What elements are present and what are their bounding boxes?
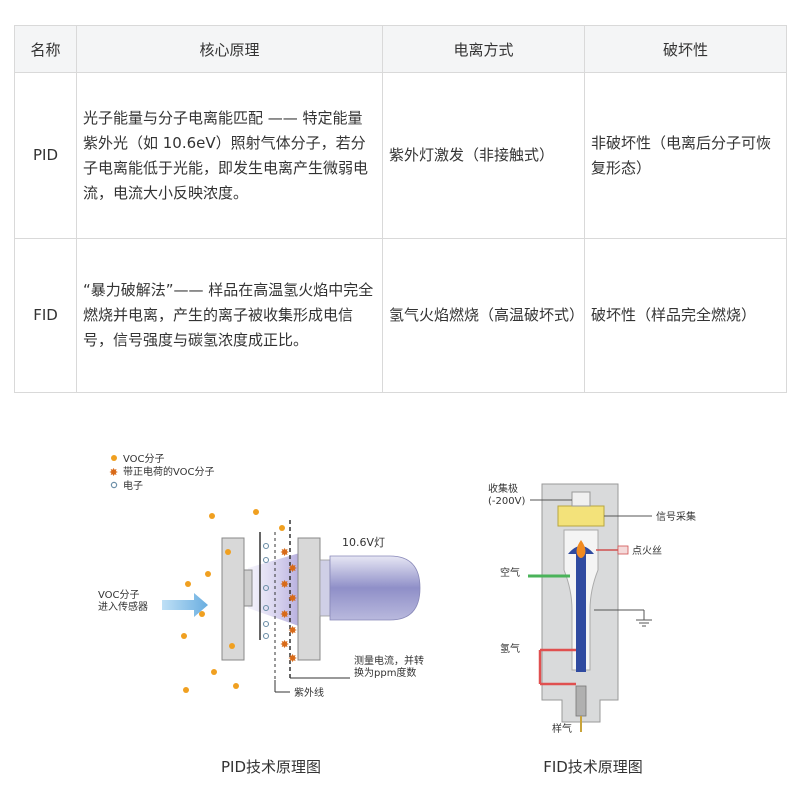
legend-voc: VOC分子 <box>123 453 165 465</box>
header-destructive: 破坏性 <box>584 25 787 73</box>
lamp-label: 10.6V灯 <box>342 536 385 549</box>
legend-electron: 电子 <box>123 479 143 492</box>
row-principle: “暴力破解法”—— 样品在高温氢火焰中完全燃烧并电离，产生的离子被收集形成电信号… <box>76 238 383 393</box>
row-name: PID <box>14 72 77 239</box>
pid-caption: PID技术原理图 <box>220 758 322 776</box>
uv-beam <box>248 550 310 630</box>
collector-electrode <box>557 505 605 527</box>
svg-text:✸: ✸ <box>280 546 289 559</box>
row-name: FID <box>14 238 77 393</box>
uv-lamp <box>329 555 421 621</box>
header-ionization: 电离方式 <box>382 25 585 73</box>
sample-inlet <box>575 685 587 717</box>
inlet-label-1: VOC分子 <box>98 589 140 601</box>
pid-legend: VOC分子 ✸ 带正电荷的VOC分子 电子 <box>109 453 215 492</box>
electrons <box>262 542 270 640</box>
row-ionization: 紫外灯激发（非接触式） <box>382 72 585 239</box>
header-name: 名称 <box>14 25 77 73</box>
svg-text:✸: ✸ <box>280 638 289 651</box>
svg-text:✸: ✸ <box>288 652 297 665</box>
jet-nozzle <box>576 554 586 672</box>
comparison-table: 名称 核心原理 电离方式 破坏性 PID 光子能量与分子电离能匹配 —— 特定能… <box>14 25 787 393</box>
header-principle: 核心原理 <box>76 25 383 73</box>
svg-text:✸: ✸ <box>288 592 297 605</box>
sample-label: 样气 <box>552 722 572 735</box>
collector-label-1: 收集极 <box>488 482 518 495</box>
row-ionization: 氢气火焰燃烧（高温破坏式） <box>382 238 585 393</box>
gas-inlet-arrow <box>162 593 208 617</box>
charged-molecules: ✸✸✸ ✸✸✸ ✸✸ <box>280 546 297 665</box>
hydrogen-label: 氢气 <box>500 642 520 655</box>
inlet-label-2: 进入传感器 <box>98 600 148 613</box>
flame-icon <box>576 540 586 558</box>
fid-diagram: 信号采集 收集极 (-200V) 点火丝 空气 氢气 样气 <box>488 482 696 735</box>
voc-molecules <box>181 509 285 693</box>
uv-label: 紫外线 <box>294 686 324 699</box>
svg-text:✸: ✸ <box>280 608 289 621</box>
svg-text:✸: ✸ <box>288 624 297 637</box>
row-destructive: 非破坏性（电离后分子可恢复形态） <box>584 72 787 239</box>
table-header-row: 名称 核心原理 电离方式 破坏性 <box>14 25 787 73</box>
fid-caption: FID技术原理图 <box>543 758 643 776</box>
row-destructive: 破坏性（样品完全燃烧） <box>584 238 787 393</box>
collector-label-2: (-200V) <box>488 496 525 507</box>
signal-label: 信号采集 <box>656 510 696 523</box>
sensor-right-flange <box>297 537 321 661</box>
svg-text:✸: ✸ <box>280 578 289 591</box>
legend-charged: 带正电荷的VOC分子 <box>123 465 215 478</box>
table-row: FID “暴力破解法”—— 样品在高温氢火焰中完全燃烧并电离，产生的离子被收集形… <box>14 238 787 393</box>
igniter-label: 点火丝 <box>632 545 662 557</box>
lamp-neck <box>319 559 331 617</box>
air-label: 空气 <box>500 566 520 579</box>
row-principle: 光子能量与分子电离能匹配 —— 特定能量紫外光（如 10.6eV）照射气体分子，… <box>76 72 383 239</box>
electron-icon <box>110 481 118 489</box>
measure-label-2: 换为ppm度数 <box>354 666 416 679</box>
charged-molecule-icon: ✸ <box>109 466 118 479</box>
table-row: PID 光子能量与分子电离能匹配 —— 特定能量紫外光（如 10.6eV）照射气… <box>14 72 787 239</box>
svg-text:✸: ✸ <box>288 562 297 575</box>
pid-diagram: VOC分子 ✸ 带正电荷的VOC分子 电子 ✸✸✸ ✸✸✸ ✸✸ 10.6V灯 … <box>98 453 424 699</box>
measure-label-1: 测量电流，并转 <box>354 654 424 667</box>
voc-molecule-icon <box>111 455 117 461</box>
sensor-left-flange <box>221 537 245 661</box>
